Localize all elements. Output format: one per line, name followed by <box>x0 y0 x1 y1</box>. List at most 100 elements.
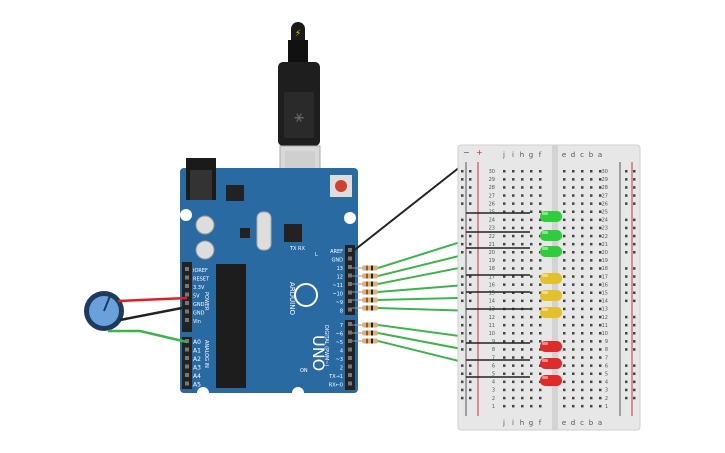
digital-pin[interactable] <box>348 330 352 335</box>
analog-pin[interactable] <box>185 373 189 377</box>
bb-hole <box>530 186 533 189</box>
analog-header[interactable] <box>182 337 192 389</box>
digital-pin[interactable] <box>348 282 352 286</box>
analog-pin[interactable] <box>185 356 189 360</box>
bb-hole <box>512 348 515 351</box>
row-label: 11 <box>602 323 608 329</box>
digital-pin-label: 8 <box>340 309 343 315</box>
bb-hole <box>590 275 593 278</box>
row-label: 20 <box>489 250 495 256</box>
row-label: 21 <box>489 242 495 248</box>
digital-pin[interactable] <box>348 256 352 261</box>
digital-pin[interactable] <box>348 364 352 369</box>
leds[interactable] <box>540 211 562 386</box>
digital-header-upper[interactable] <box>345 245 355 315</box>
column-label: g <box>529 151 533 159</box>
bb-hole <box>503 404 506 408</box>
bb-hole <box>572 372 575 375</box>
rail-hole <box>469 186 472 189</box>
bb-hole <box>563 194 566 197</box>
bb-hole <box>539 396 542 400</box>
digital-pin[interactable] <box>348 347 352 352</box>
digital-pin-label: ~3 <box>336 357 343 363</box>
power-header[interactable] <box>182 262 192 332</box>
led-highlight <box>542 247 548 250</box>
rail-hole <box>633 267 636 270</box>
rail-hole <box>469 234 472 238</box>
led[interactable] <box>540 375 562 386</box>
digital-pin[interactable] <box>348 290 352 295</box>
row-label: 2 <box>492 396 495 402</box>
power-pin[interactable] <box>185 309 189 314</box>
bb-hole <box>539 242 542 246</box>
analog-pin[interactable] <box>185 364 189 369</box>
digital-pin[interactable] <box>348 307 352 312</box>
led[interactable] <box>540 307 562 318</box>
arduino-board[interactable]: UNO ARDUINO POWER ANALOG IN DIGITAL (PWM… <box>180 158 358 399</box>
bb-hole <box>539 267 542 270</box>
bb-hole <box>563 348 566 351</box>
digital-pin[interactable] <box>348 299 352 303</box>
led[interactable] <box>540 211 562 222</box>
led[interactable] <box>540 246 562 257</box>
tx-label: TX <box>289 246 297 252</box>
rail-hole <box>469 348 472 351</box>
column-label: i <box>512 151 514 159</box>
led[interactable] <box>540 290 562 301</box>
digital-pin[interactable] <box>348 339 352 343</box>
rail-hole <box>469 372 472 375</box>
led[interactable] <box>540 341 562 352</box>
bb-hole <box>503 323 506 327</box>
digital-pin[interactable] <box>348 373 352 377</box>
power-pin[interactable] <box>185 267 189 271</box>
bb-hole <box>563 372 566 375</box>
led[interactable] <box>540 358 562 369</box>
power-pin[interactable] <box>185 275 189 280</box>
rail-hole <box>469 226 472 230</box>
row-label: 10 <box>489 331 495 337</box>
bb-hole <box>581 234 584 238</box>
digital-pin[interactable] <box>348 265 352 269</box>
power-pin[interactable] <box>185 318 189 322</box>
bb-hole <box>590 340 593 343</box>
rail-hole <box>461 348 464 351</box>
rail-hole <box>633 283 636 286</box>
analog-pin[interactable] <box>185 347 189 352</box>
potentiometer[interactable] <box>84 291 124 331</box>
bb-hole <box>581 340 584 343</box>
bb-hole <box>590 299 593 303</box>
bb-hole <box>599 364 602 367</box>
bb-hole <box>599 210 602 213</box>
bb-hole <box>581 218 584 222</box>
digital-pin-label: ~6 <box>336 332 343 338</box>
rail-hole <box>461 186 464 189</box>
digital-pin-label: 4 <box>340 349 343 355</box>
row-label: 6 <box>605 363 608 369</box>
bb-hole <box>590 234 593 238</box>
digital-pin[interactable] <box>348 381 352 386</box>
led[interactable] <box>540 230 562 241</box>
power-pin[interactable] <box>185 301 189 305</box>
digital-header-lower[interactable] <box>345 320 355 390</box>
digital-pin-label: 2 <box>340 366 343 372</box>
bb-hole <box>572 307 575 311</box>
rail-hole <box>469 396 472 400</box>
digital-pin[interactable] <box>348 322 352 326</box>
digital-pin[interactable] <box>348 248 352 252</box>
led-highlight <box>542 212 548 215</box>
bb-hole <box>581 315 584 319</box>
resistor-band <box>371 338 373 344</box>
digital-pin[interactable] <box>348 273 352 278</box>
analog-pin[interactable] <box>185 381 189 386</box>
resistor-band <box>366 265 368 271</box>
rail-hole <box>633 315 636 319</box>
digital-pin[interactable] <box>348 356 352 360</box>
bb-hole <box>590 348 593 351</box>
led[interactable] <box>540 273 562 284</box>
rail-hole <box>469 275 472 278</box>
power-pin[interactable] <box>185 284 189 288</box>
bb-hole <box>599 307 602 311</box>
power-pin[interactable] <box>185 292 189 297</box>
